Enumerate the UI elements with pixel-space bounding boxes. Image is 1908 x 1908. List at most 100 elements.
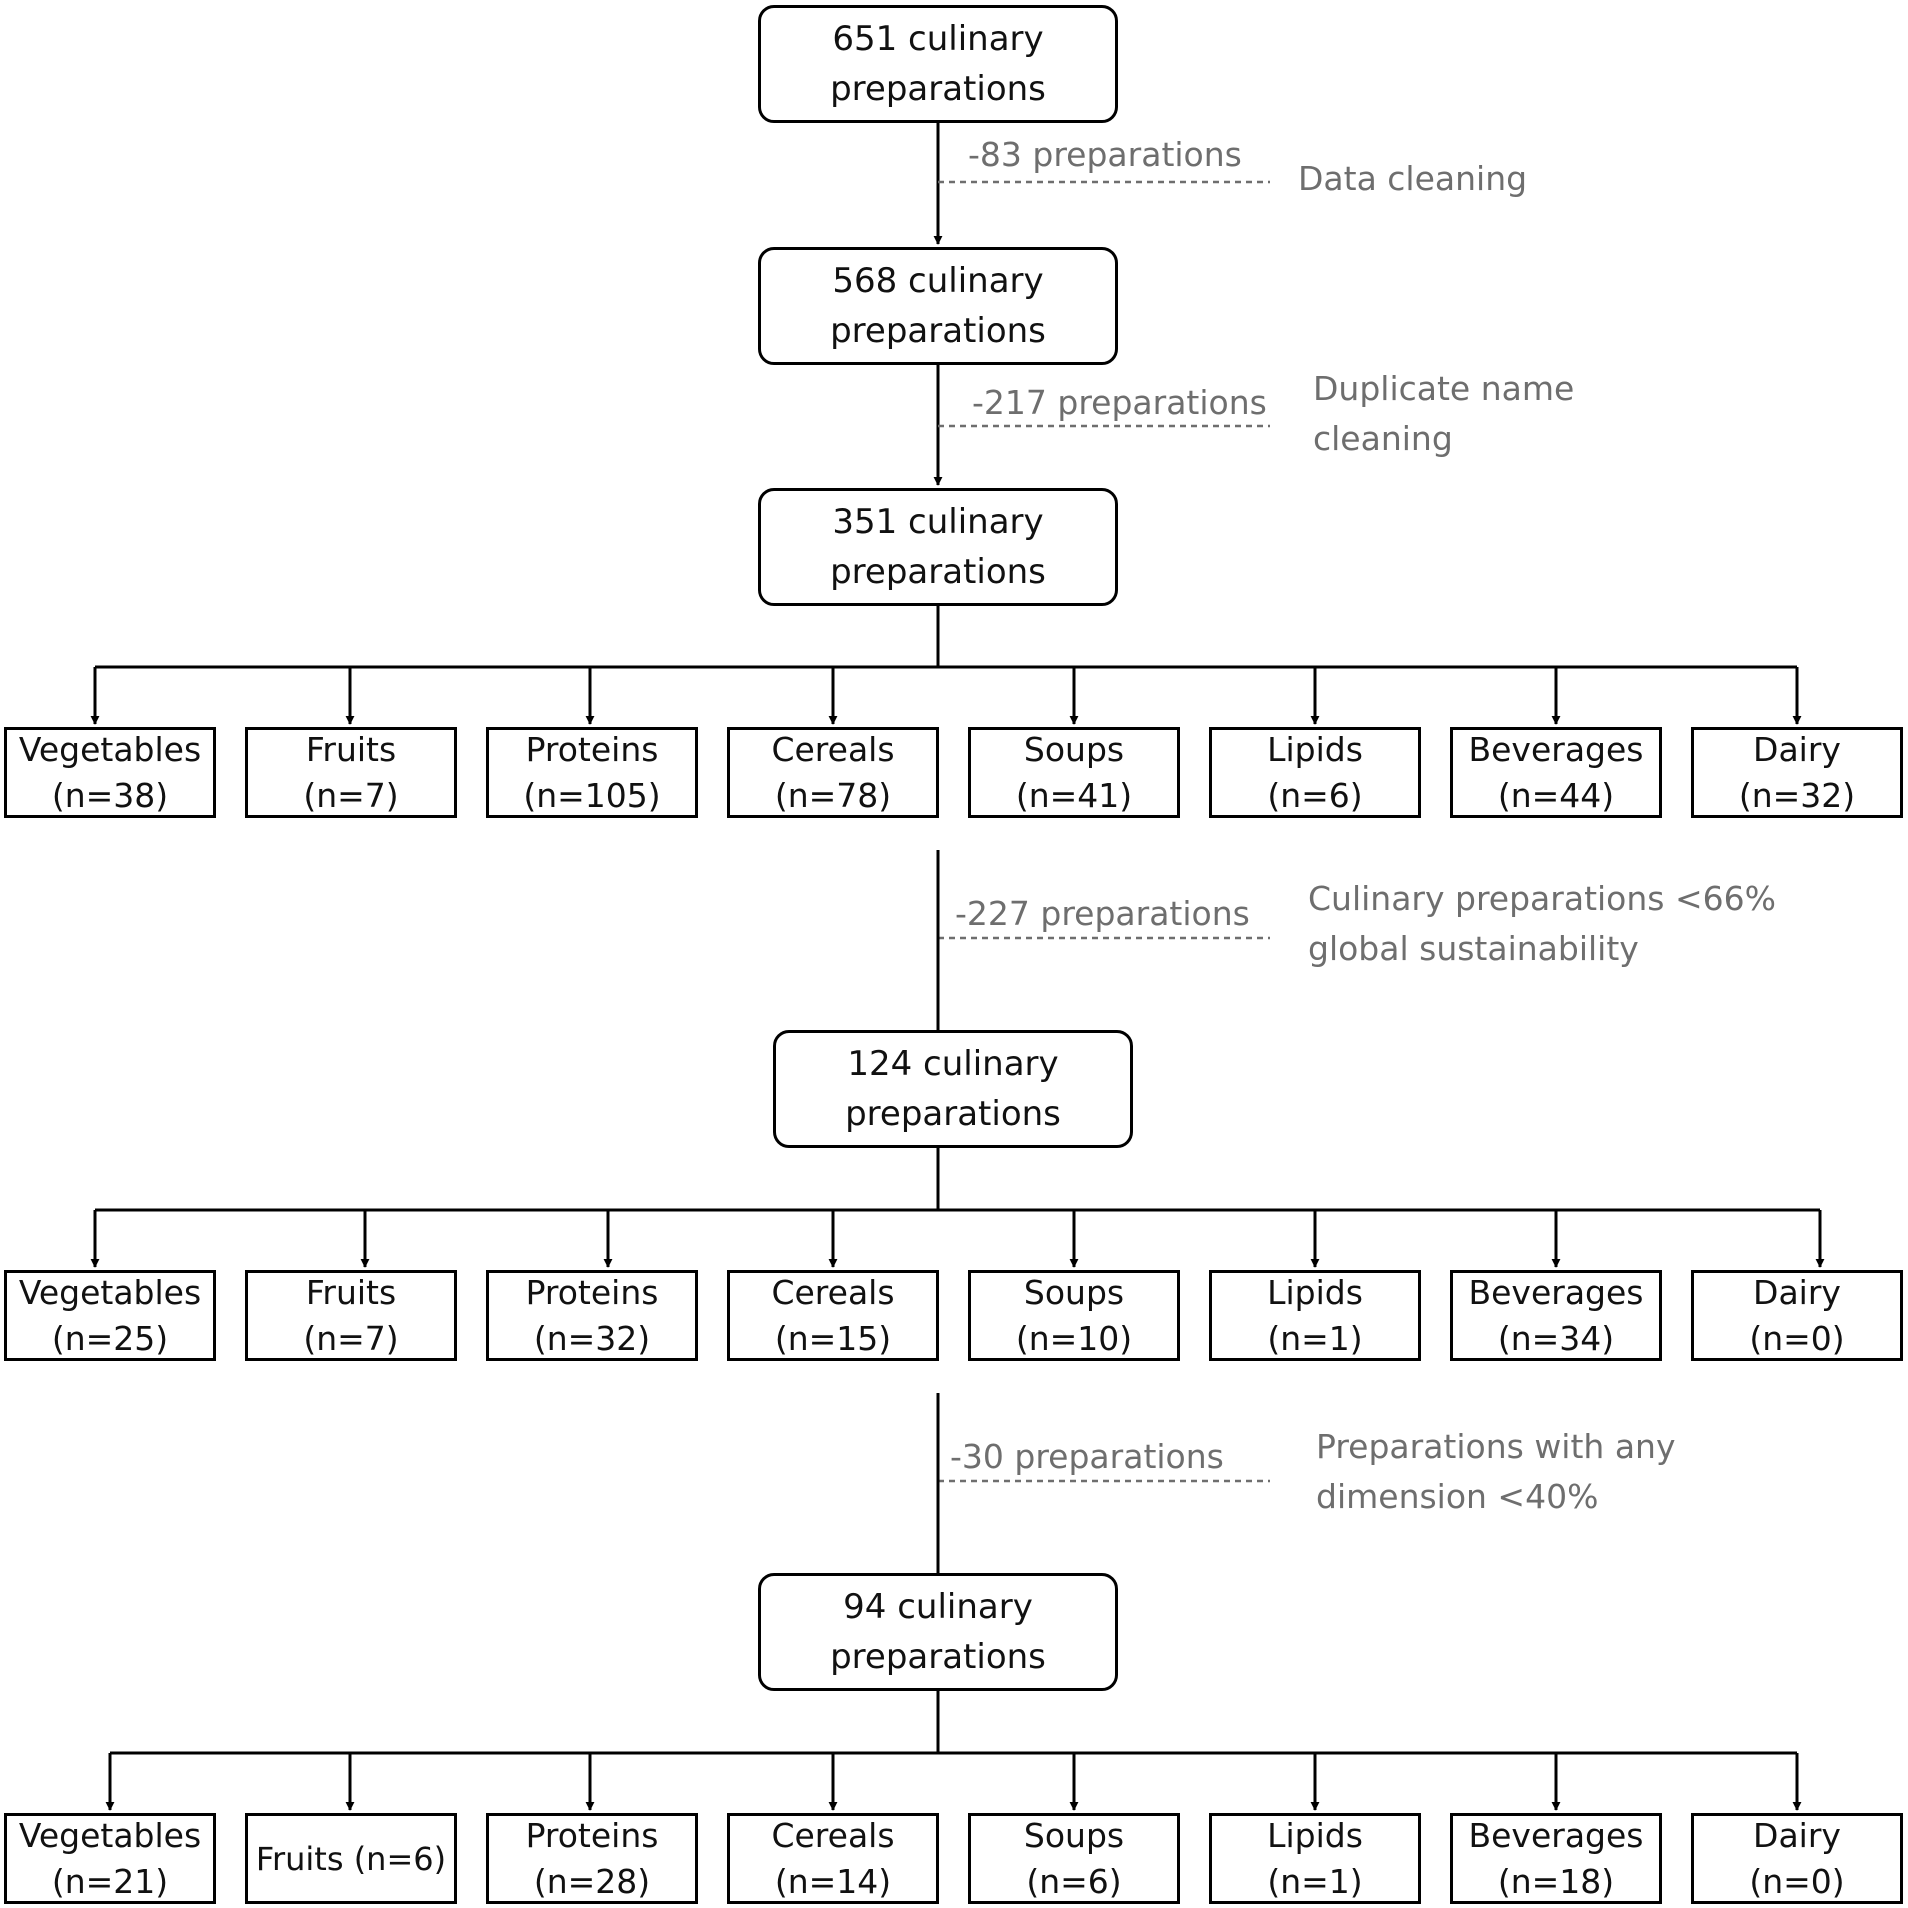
- category-count: (n=44): [1497, 775, 1615, 815]
- category-count: (n=32): [533, 1318, 651, 1358]
- category-name: Vegetables: [18, 1815, 202, 1855]
- category-name: Lipids: [1267, 1272, 1363, 1312]
- category-box-soups: Soups (n=6): [968, 1813, 1180, 1904]
- category-box-proteins: Proteins (n=28): [486, 1813, 698, 1904]
- reason-line: Culinary preparations <66%: [1308, 879, 1776, 918]
- category-box-fruits: Fruits (n=7): [245, 727, 457, 818]
- category-count: (n=32): [1738, 775, 1856, 815]
- category-box-dairy: Dairy (n=0): [1691, 1813, 1903, 1904]
- category-name: Lipids: [1267, 729, 1363, 769]
- category-name: Proteins: [525, 1272, 659, 1312]
- category-count: (n=6): [1026, 1861, 1122, 1901]
- category-box-vegetables: Vegetables (n=38): [4, 727, 216, 818]
- category-box-cereals: Cereals (n=15): [727, 1270, 939, 1361]
- category-box-soups: Soups (n=41): [968, 727, 1180, 818]
- removal-reason-label: Culinary preparations <66% global sustai…: [1308, 874, 1776, 974]
- category-name: Beverages: [1468, 1272, 1644, 1312]
- category-box-proteins: Proteins (n=32): [486, 1270, 698, 1361]
- category-count: (n=7): [303, 775, 399, 815]
- box-line: preparations: [830, 552, 1046, 592]
- category-name: Soups: [1023, 729, 1125, 769]
- reason-line: Preparations with any: [1316, 1427, 1676, 1466]
- box-line: 124 culinary: [847, 1044, 1059, 1084]
- category-name: Lipids: [1267, 1815, 1363, 1855]
- box-line: 651 culinary: [832, 19, 1044, 59]
- category-count: (n=105): [523, 775, 661, 815]
- removal-count-label: -83 preparations: [968, 135, 1242, 174]
- box-line: 94 culinary: [843, 1587, 1033, 1627]
- category-name: Cereals: [771, 1272, 895, 1312]
- category-box-beverages: Beverages (n=34): [1450, 1270, 1662, 1361]
- category-name: Beverages: [1468, 729, 1644, 769]
- removal-reason-label: Duplicate name cleaning: [1313, 364, 1574, 464]
- category-box-cereals: Cereals (n=14): [727, 1813, 939, 1904]
- category-count: (n=14): [774, 1861, 892, 1901]
- category-name: Vegetables: [18, 729, 202, 769]
- category-name: Dairy: [1753, 1272, 1841, 1312]
- category-count: (n=6): [1267, 775, 1363, 815]
- box-line: preparations: [830, 311, 1046, 351]
- category-box-vegetables: Vegetables (n=25): [4, 1270, 216, 1361]
- category-name: Soups: [1023, 1272, 1125, 1312]
- category-count: (n=21): [51, 1861, 169, 1901]
- category-count: (n=25): [51, 1318, 169, 1358]
- removal-reason-label: Preparations with any dimension <40%: [1316, 1422, 1676, 1522]
- box-line: 351 culinary: [832, 502, 1044, 542]
- category-box-beverages: Beverages (n=18): [1450, 1813, 1662, 1904]
- box-351-preparations: 351 culinary preparations: [758, 488, 1118, 606]
- reason-line: cleaning: [1313, 419, 1453, 458]
- category-count: (n=34): [1497, 1318, 1615, 1358]
- category-box-lipids: Lipids (n=6): [1209, 727, 1421, 818]
- category-count: (n=10): [1015, 1318, 1133, 1358]
- category-box-fruits: Fruits (n=6): [245, 1813, 457, 1904]
- category-name: Fruits (n=6): [255, 1839, 447, 1878]
- category-box-vegetables: Vegetables (n=21): [4, 1813, 216, 1904]
- category-count: (n=38): [51, 775, 169, 815]
- category-count: (n=28): [533, 1861, 651, 1901]
- category-count: (n=7): [303, 1318, 399, 1358]
- category-box-cereals: Cereals (n=78): [727, 727, 939, 818]
- box-651-preparations: 651 culinary preparations: [758, 5, 1118, 123]
- removal-reason-label: Data cleaning: [1298, 154, 1527, 204]
- reason-line: global sustainability: [1308, 929, 1639, 968]
- category-name: Dairy: [1753, 1815, 1841, 1855]
- category-name: Cereals: [771, 729, 895, 769]
- removal-count-label: -227 preparations: [955, 894, 1250, 933]
- category-count: (n=41): [1015, 775, 1133, 815]
- removal-count-label: -217 preparations: [972, 383, 1267, 422]
- reason-line: Data cleaning: [1298, 159, 1528, 198]
- category-box-lipids: Lipids (n=1): [1209, 1270, 1421, 1361]
- box-line: preparations: [830, 1637, 1046, 1677]
- category-box-lipids: Lipids (n=1): [1209, 1813, 1421, 1904]
- category-count: (n=78): [774, 775, 892, 815]
- category-name: Fruits: [305, 1272, 397, 1312]
- box-568-preparations: 568 culinary preparations: [758, 247, 1118, 365]
- category-box-beverages: Beverages (n=44): [1450, 727, 1662, 818]
- category-name: Proteins: [525, 729, 659, 769]
- category-box-fruits: Fruits (n=7): [245, 1270, 457, 1361]
- category-count: (n=0): [1749, 1861, 1845, 1901]
- category-name: Beverages: [1468, 1815, 1644, 1855]
- category-count: (n=15): [774, 1318, 892, 1358]
- category-name: Fruits: [305, 729, 397, 769]
- box-94-preparations: 94 culinary preparations: [758, 1573, 1118, 1691]
- category-name: Cereals: [771, 1815, 895, 1855]
- category-name: Proteins: [525, 1815, 659, 1855]
- reason-line: dimension <40%: [1316, 1477, 1599, 1516]
- category-box-dairy: Dairy (n=0): [1691, 1270, 1903, 1361]
- box-line: preparations: [845, 1094, 1061, 1134]
- category-count: (n=18): [1497, 1861, 1615, 1901]
- removal-count-label: -30 preparations: [950, 1437, 1224, 1476]
- category-name: Dairy: [1753, 729, 1841, 769]
- category-box-proteins: Proteins (n=105): [486, 727, 698, 818]
- category-box-soups: Soups (n=10): [968, 1270, 1180, 1361]
- box-line: preparations: [830, 69, 1046, 109]
- category-count: (n=1): [1267, 1318, 1363, 1358]
- box-124-preparations: 124 culinary preparations: [773, 1030, 1133, 1148]
- category-name: Soups: [1023, 1815, 1125, 1855]
- category-name: Vegetables: [18, 1272, 202, 1312]
- category-count: (n=1): [1267, 1861, 1363, 1901]
- category-count: (n=0): [1749, 1318, 1845, 1358]
